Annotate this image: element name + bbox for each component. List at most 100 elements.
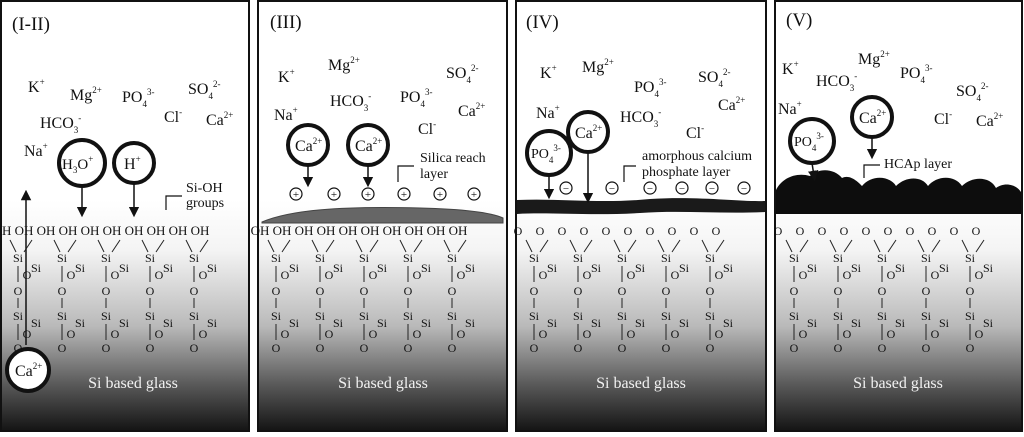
- panel-title: (IV): [526, 12, 559, 33]
- svg-text:amorphous calcium: amorphous calcium: [642, 149, 752, 164]
- o-atom: O: [574, 341, 583, 355]
- o-atom: O: [878, 284, 887, 298]
- si-atom: Si: [13, 251, 24, 265]
- o-atom: O: [583, 327, 592, 341]
- bond-line: [525, 239, 533, 253]
- o-atom: O: [281, 327, 290, 341]
- negative-charges: −−−−−−: [559, 181, 751, 195]
- si-atom: Si: [163, 316, 174, 330]
- silica-layer: [261, 207, 504, 224]
- negative-charge: [705, 181, 719, 195]
- si-atom: Si: [447, 309, 458, 323]
- ion-k: K+: [782, 59, 799, 78]
- si-atom: Si: [271, 251, 282, 265]
- circled-h3o-ion: H3O+: [57, 138, 107, 218]
- surface-oh-group: OH: [295, 223, 314, 238]
- ion-ca: Ca2+: [458, 101, 485, 120]
- o-atom: O: [199, 268, 208, 282]
- o-atom: O: [627, 268, 636, 282]
- o-atom: O: [67, 268, 76, 282]
- svg-text:Ca2+: Ca2+: [355, 136, 382, 155]
- surface-oh-group: OH: [427, 223, 446, 238]
- si-atom: Si: [833, 309, 844, 323]
- bond-line: [97, 239, 105, 253]
- si-atom: Si: [547, 261, 558, 275]
- ion-po4: PO43-: [400, 87, 432, 109]
- o-atom: O: [146, 341, 155, 355]
- negative-charge-symbol: −: [609, 183, 615, 195]
- circled-ca-ion: Ca2+: [850, 95, 894, 160]
- si-atom: Si: [895, 316, 906, 330]
- ion-list: K+ Mg2+ PO43- SO42- Na+ HCO3- Ca2+ Cl-: [536, 57, 745, 142]
- svg-text:PO43-: PO43-: [794, 131, 824, 153]
- panel-title: (I-II): [12, 14, 50, 35]
- bond-line: [873, 239, 881, 253]
- glass-label: Si based glass: [338, 375, 428, 392]
- o-atom: O: [539, 327, 548, 341]
- o-atom: O: [975, 268, 984, 282]
- si-atom: Si: [421, 261, 432, 275]
- negative-charge-symbol: −: [709, 183, 715, 195]
- si-atom: Si: [789, 251, 800, 265]
- o-atom: O: [272, 341, 281, 355]
- ion-po4: PO43-: [122, 87, 154, 109]
- svg-text:PO43-: PO43-: [531, 143, 561, 165]
- positive-charge-symbol: +: [401, 189, 407, 201]
- bond-line: [539, 239, 549, 253]
- ion-list: K+ Mg2+ HCO3- PO43- SO42- Na+ Cl- Ca2+: [778, 49, 1003, 130]
- positive-charge: [361, 187, 375, 201]
- surface-oxygen: O: [580, 224, 589, 238]
- o-atom: O: [448, 341, 457, 355]
- o-atom: O: [155, 327, 164, 341]
- negative-charge-symbol: −: [679, 183, 685, 195]
- si-atom: Si: [877, 309, 888, 323]
- bond-line: [355, 239, 363, 253]
- negative-charge: [675, 181, 689, 195]
- bond-line: [715, 239, 725, 253]
- negative-charge: [737, 181, 751, 195]
- o-atom: O: [715, 268, 724, 282]
- ion-na: Na+: [536, 103, 560, 122]
- o-atom: O: [102, 284, 111, 298]
- bond-line: [369, 239, 379, 253]
- ion-hco3: HCO3-: [620, 107, 661, 129]
- o-atom: O: [14, 284, 23, 298]
- ion-hco3: HCO3-: [40, 113, 81, 135]
- glass-block: [517, 200, 765, 430]
- si-atom: Si: [591, 261, 602, 275]
- positive-charge-symbol: +: [331, 189, 337, 201]
- surface-oh-group: OH: [81, 223, 100, 238]
- si-atom: Si: [145, 309, 156, 323]
- surface-oxygen: O: [558, 224, 567, 238]
- si-atom: Si: [403, 251, 414, 265]
- o-atom: O: [325, 327, 334, 341]
- si-atom: Si: [679, 316, 690, 330]
- si-atom: Si: [807, 316, 818, 330]
- o-atom: O: [843, 327, 852, 341]
- surface-oxygen: O: [646, 224, 655, 238]
- calcium-release: Ca2+: [5, 189, 51, 393]
- bond-line: [443, 239, 451, 253]
- si-atom: Si: [57, 251, 68, 265]
- ion-k: K+: [28, 77, 45, 96]
- negative-charge-symbol: −: [647, 183, 653, 195]
- o-atom: O: [574, 284, 583, 298]
- surface-oh-group: OH: [251, 223, 270, 238]
- positive-charge: [289, 187, 303, 201]
- o-atom: O: [369, 327, 378, 341]
- surface-oxygen: O: [818, 224, 827, 238]
- ion-po4: PO43-: [900, 63, 932, 85]
- surface-oh-group: OH: [125, 223, 144, 238]
- bond-line: [111, 239, 121, 253]
- surface-oh-group: OH: [59, 223, 78, 238]
- surface-oh-group: OH: [317, 223, 336, 238]
- si-atom: Si: [359, 309, 370, 323]
- si-atom: Si: [189, 251, 200, 265]
- calcium-phosphate-layer: [517, 198, 765, 215]
- surface-oh-group: OH: [449, 223, 468, 238]
- o-atom: O: [843, 268, 852, 282]
- o-atom: O: [530, 284, 539, 298]
- ion-ca: Ca2+: [976, 111, 1003, 130]
